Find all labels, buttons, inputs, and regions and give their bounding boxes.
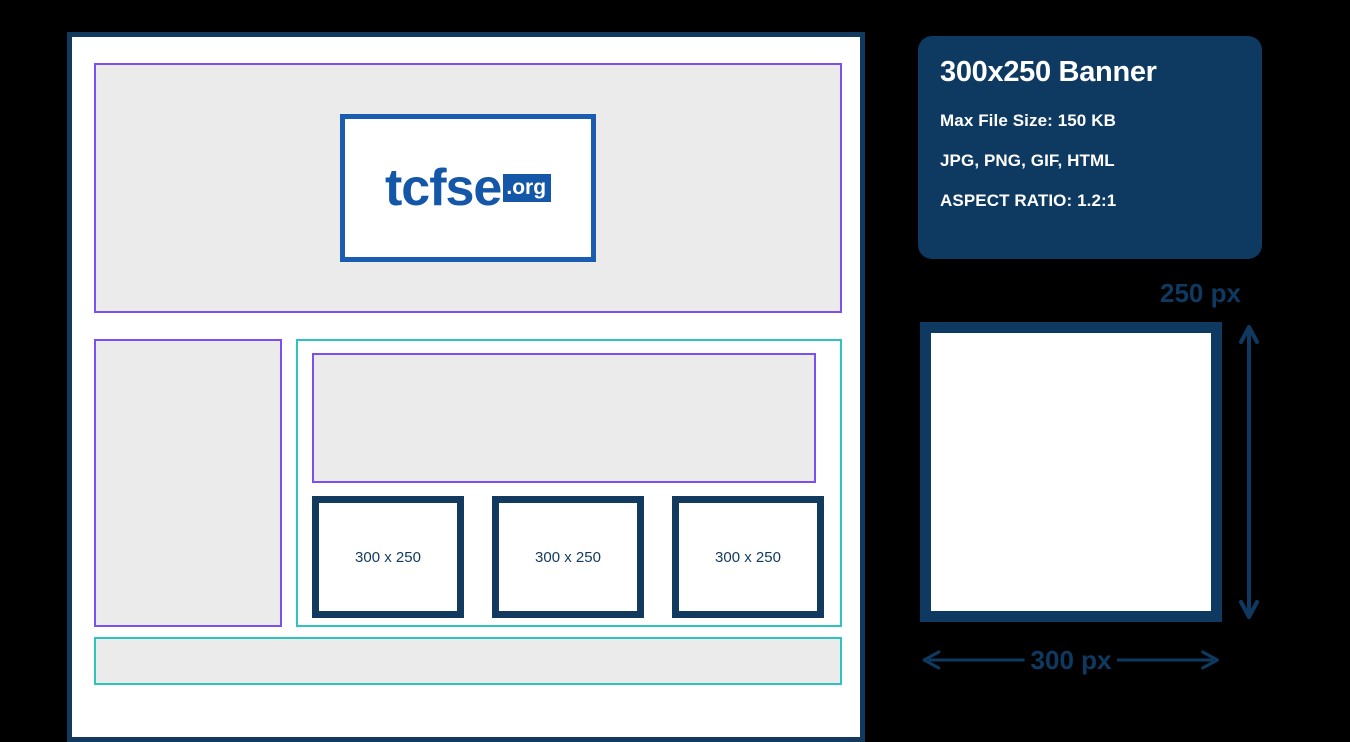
logo-box: tcfse .org (340, 114, 596, 262)
width-arrow-left-icon (920, 647, 1025, 673)
ad-slot: 300 x 250 (492, 496, 644, 618)
logo-wordmark: tcfse (384, 159, 502, 217)
ad-slot-label: 300 x 250 (355, 548, 421, 566)
height-dimension-label: 250 px (1160, 278, 1241, 308)
content-region: 300 x 250 300 x 250 300 x 250 (296, 339, 842, 627)
ad-slot: 300 x 250 (672, 496, 824, 618)
footer-region (94, 637, 842, 685)
width-arrow-right-icon (1117, 647, 1222, 673)
logo-tld-badge: .org (503, 174, 552, 202)
ad-slot-label: 300 x 250 (715, 548, 781, 566)
banner-preview-box (920, 322, 1222, 622)
sidebar-region (94, 339, 282, 627)
header-region: tcfse .org (94, 63, 842, 313)
banner-spec-panel: 300x250 Banner Max File Size: 150 KB JPG… (918, 36, 1262, 259)
ad-slot: 300 x 250 (312, 496, 464, 618)
width-dimension-annotation: 300 px (920, 640, 1222, 680)
website-layout-wireframe: tcfse .org 300 x 250 300 x 250 300 x 250 (67, 32, 865, 742)
ad-slot-label: 300 x 250 (535, 548, 601, 566)
height-dimension-arrow-icon (1236, 322, 1262, 622)
width-dimension-label: 300 px (1030, 644, 1112, 675)
site-logo: tcfse .org (384, 159, 552, 217)
spec-file-formats: JPG, PNG, GIF, HTML (940, 151, 1115, 170)
article-block (312, 353, 816, 483)
ad-slot-row: 300 x 250 300 x 250 300 x 250 (312, 496, 824, 618)
spec-max-file-size: Max File Size: 150 KB (940, 111, 1116, 130)
spec-panel-title: 300x250 Banner (940, 56, 1157, 88)
spec-aspect-ratio: ASPECT RATIO: 1.2:1 (940, 191, 1117, 210)
